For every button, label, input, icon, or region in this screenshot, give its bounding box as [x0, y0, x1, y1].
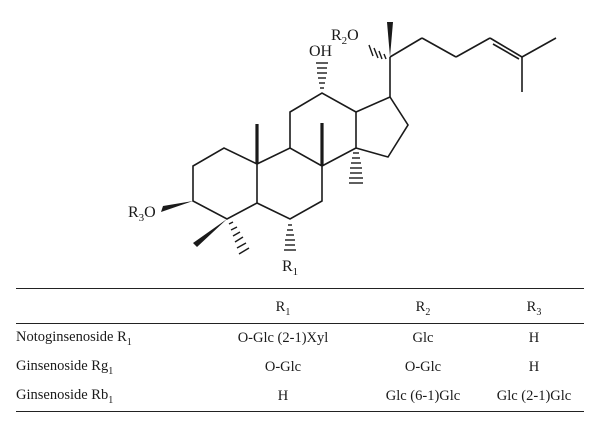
r1-value: H [204, 382, 362, 412]
r1-value: O-Glc [264, 359, 302, 375]
c4-methyl-wedge [193, 219, 227, 247]
c6-r1-hashed-bond [284, 224, 296, 251]
ring-b [256, 147, 323, 220]
r2-value: O-Glc [404, 359, 442, 375]
c12-oh-hashed-bond [316, 62, 328, 89]
c20-methyl-wedge [387, 22, 393, 57]
header-r3: R3 [484, 288, 584, 324]
table-row: Notoginsenoside R1 O-Glc (2-1)Xyl Glc H [16, 324, 584, 354]
r1-label: R1 [282, 258, 298, 278]
table-header-row: R1 R2 R3 [16, 288, 584, 324]
ring-d [355, 95, 409, 158]
r3o-label: R3O [128, 204, 156, 224]
ring-c [289, 92, 357, 167]
c20-o-hashed-bond [368, 44, 387, 60]
table-row: Ginsenoside Rb1 H Glc (6-1)Glc Glc (2-1)… [16, 382, 584, 412]
r3-value: H [528, 359, 540, 375]
c14-methyl-hashed [349, 152, 363, 184]
oh-label: OH [309, 43, 333, 60]
c4-methyl-hashed [228, 221, 250, 255]
r2-value: Glc [412, 330, 434, 346]
r2o-label: R2O [331, 27, 359, 47]
table-row: Ginsenoside Rg1 O-Glc O-Glc H [16, 353, 584, 382]
c3-o-wedge [161, 201, 193, 212]
r1-value: O-Glc (2-1)Xyl [237, 330, 329, 346]
compound-name: Notoginsenoside R1 [16, 329, 132, 348]
r3-value: Glc (2-1)Glc [484, 382, 584, 412]
compound-name: Ginsenoside Rg1 [16, 358, 114, 377]
ring-a [192, 147, 258, 220]
header-compound [16, 288, 204, 324]
r3-value: H [528, 330, 540, 346]
header-r2: R2 [362, 288, 484, 324]
compound-name: Ginsenoside Rb1 [16, 382, 204, 412]
side-chain [389, 37, 557, 97]
header-r1: R1 [204, 288, 362, 324]
substituent-table: R1 R2 R3 Notoginsenoside R1 O-Glc (2-1)X… [16, 288, 584, 412]
r2-value: Glc (6-1)Glc [362, 382, 484, 412]
angular-methyls [255, 123, 324, 166]
chemical-structure: OH R2O R3O R1 [128, 22, 557, 278]
